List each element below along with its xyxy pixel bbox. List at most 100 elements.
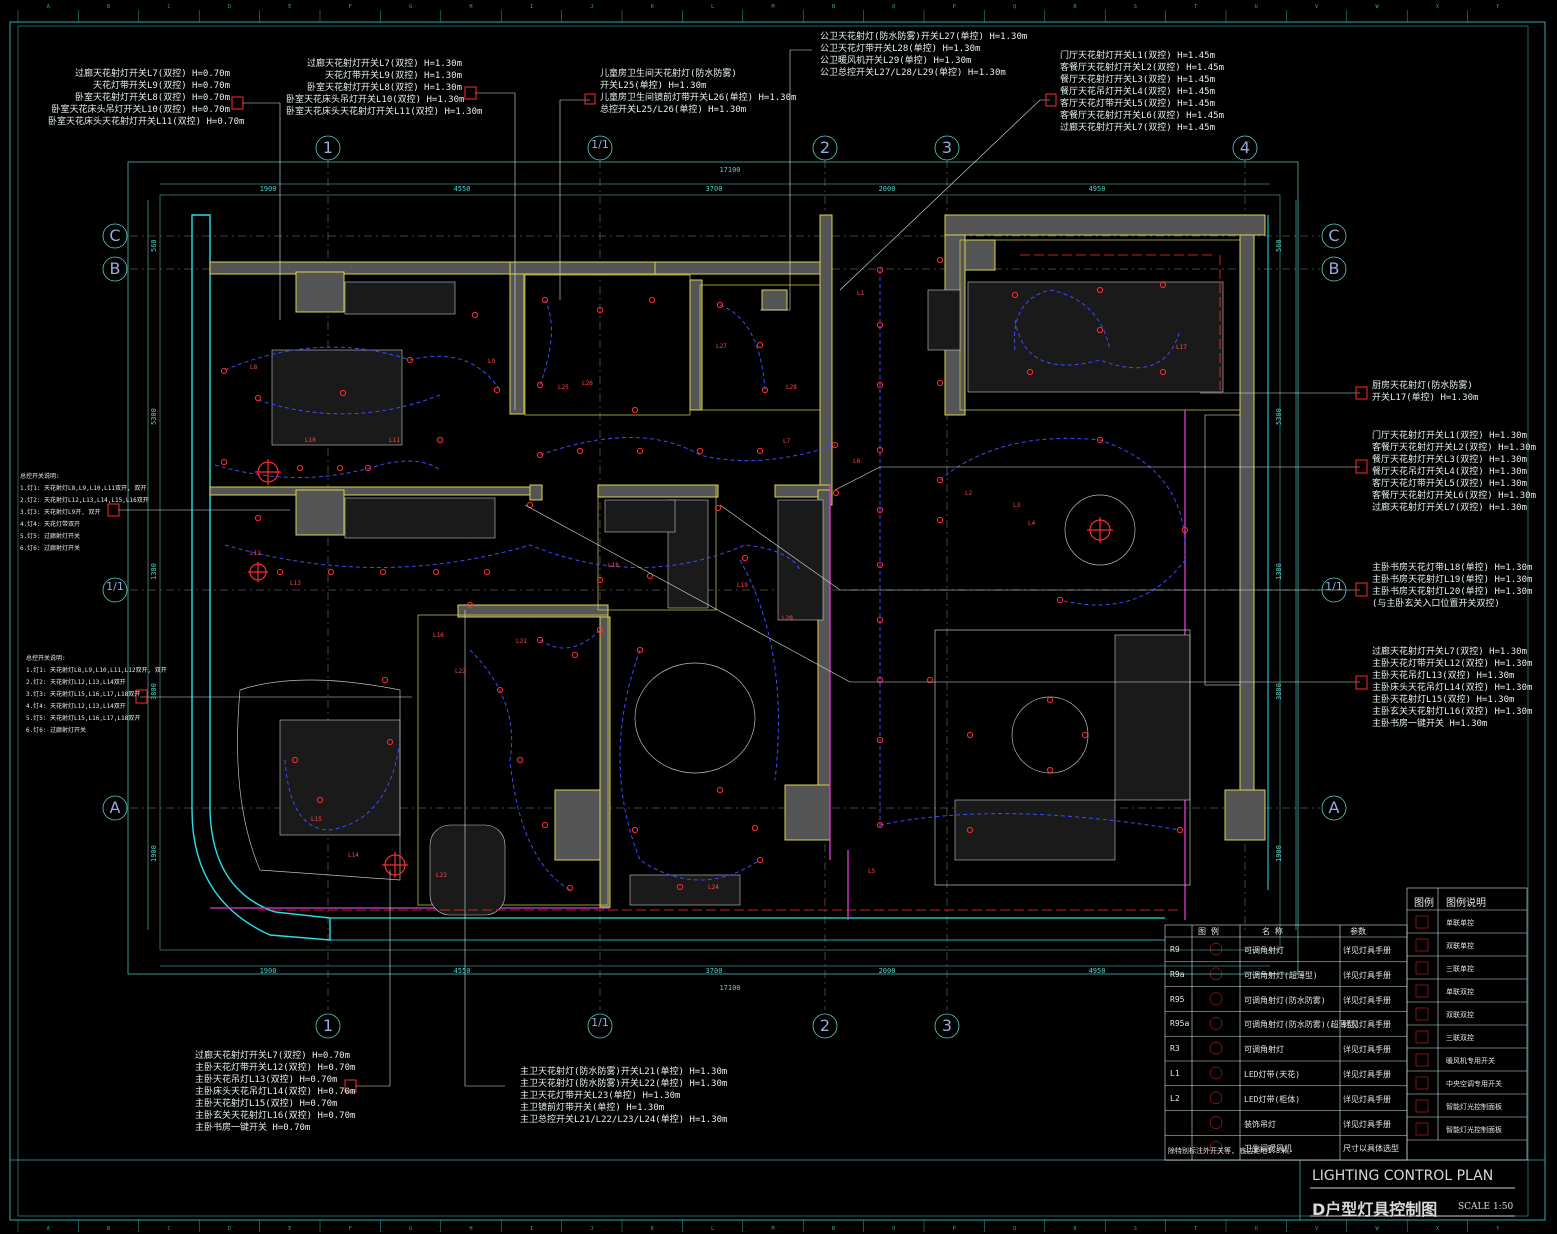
grid-col-top: 3 — [941, 138, 953, 157]
frame-letter: T — [1194, 4, 1197, 10]
grid-row-left: C — [109, 226, 121, 245]
note-line: 总控开关L25/L26(单控) H=1.30m — [600, 105, 747, 115]
luminaire-symbol-icon — [1209, 1066, 1223, 1080]
note-line: 公卫天花射灯(防水防雾)开关L27(单控) H=1.30m — [820, 32, 1028, 42]
luminaire-name: 可调角射灯(超薄型) — [1244, 970, 1318, 980]
luminaire-code: R9 — [1170, 945, 1180, 954]
note-line: 主卫天花灯带开关L23(单控) H=1.30m — [520, 1091, 681, 1101]
downlight-icon — [631, 406, 639, 414]
circuit-label: L5 — [868, 868, 876, 875]
note-line: 主卧天花灯带开关L12(双控) H=1.30m — [1372, 659, 1533, 669]
switch-desc: 智能灯光控制面板 — [1446, 1103, 1502, 1111]
note-line: 厨房天花射灯(防水防雾) — [1372, 381, 1473, 391]
dim-bottom-seg: 1900 — [259, 967, 277, 975]
downlight-icon — [751, 824, 759, 832]
dim-left-seg: 560 — [150, 239, 158, 252]
luminaire-symbol-icon — [1209, 1141, 1223, 1154]
note-line: 客餐厅天花射灯开关L2(双控) H=1.45m — [1060, 63, 1225, 73]
grid-bubble — [102, 577, 128, 603]
downlight-icon — [436, 436, 444, 444]
note-line: 主卫总控开关L21/L22/L23/L24(单控) H=1.30m — [520, 1115, 728, 1125]
frame-letter: Y — [1496, 4, 1499, 10]
downlight-icon — [926, 676, 934, 684]
luminaire-param: 详见灯具手册 — [1343, 970, 1391, 980]
grid-bubbles — [102, 135, 1347, 1039]
downlight-icon — [876, 821, 884, 829]
downlight-icon — [876, 381, 884, 389]
note-line: 主卧书房一键开关 H=0.70m — [195, 1123, 311, 1133]
note-line: 主卧床头天花吊灯L14(双控) H=1.30m — [1372, 683, 1533, 693]
title-scale: SCALE 1:50 — [1458, 1202, 1514, 1212]
frame-letter: Q — [1013, 4, 1016, 10]
frame-letter: S — [1134, 4, 1137, 10]
frame-letter: I — [530, 4, 533, 10]
dim-right-seg: 3800 — [1275, 683, 1283, 700]
note-line: 卧室天花射灯开关L8(双控) H=1.30m — [306, 83, 462, 93]
circuit-label: L23 — [436, 872, 447, 879]
frame-letter: L — [711, 4, 714, 10]
downlight-icon — [966, 731, 974, 739]
frame-letter: A — [47, 1226, 50, 1232]
note-line: 客餐厅天花射灯开关L6(双控) H=1.30m — [1372, 491, 1537, 501]
frame-letter: A — [47, 4, 50, 10]
grid-bubble — [587, 135, 613, 161]
downlight-icon — [1011, 291, 1019, 299]
frame-letter: O — [892, 4, 895, 10]
downlight-icon — [291, 756, 299, 764]
note-line: 儿童房卫生间天花射灯(防水防雾) — [600, 69, 737, 79]
grid-col-top: 1/1 — [591, 138, 609, 151]
note-line: 卧室天花床头天花射灯开关L11(双控) H=1.30m — [286, 107, 483, 117]
downlight-icon — [254, 394, 262, 402]
downlight-icon — [379, 568, 387, 576]
luminaire-code: R95 — [1170, 994, 1185, 1004]
note-line: 过廊天花射灯开关L7(双控) H=0.70m — [195, 1051, 351, 1061]
downlight-icon — [339, 389, 347, 397]
downlight-icon — [220, 458, 228, 466]
switch-desc: 双联单控 — [1446, 942, 1474, 950]
downlight-icon — [536, 636, 544, 644]
note-master-control-2: 总控开关说明:1.灯1: 天花射灯L8,L9,L10,L11,L12双开, 双开… — [26, 654, 167, 738]
outer-frame — [9, 21, 1546, 1221]
grid-bubble — [1321, 223, 1347, 249]
frame-letter: M — [771, 1226, 774, 1232]
switch-desc: 智能灯光控制面板 — [1446, 1126, 1502, 1134]
switch-panel-icon — [107, 503, 120, 517]
downlight-icon — [571, 651, 579, 659]
downlight-icon — [648, 296, 656, 304]
note-line: 卧室天花床头吊灯开关L10(双控) H=1.30m — [286, 95, 465, 105]
downlight-icon — [327, 568, 335, 576]
luminaire-param: 详见灯具手册 — [1343, 1094, 1391, 1104]
note-line: 总控开关说明: — [20, 473, 60, 480]
dim-left-seg: 1380 — [150, 563, 158, 580]
frame-letter: N — [832, 4, 835, 10]
grid-bubble — [1321, 577, 1347, 603]
light-fixtures — [220, 256, 1189, 892]
frame-letter: E — [288, 4, 291, 10]
switch-panel-icon — [1045, 93, 1057, 107]
note-line: 餐厅天花射灯开关L3(双控) H=1.45m — [1060, 75, 1216, 85]
grid-bubble — [1321, 256, 1347, 282]
downlight-icon — [471, 311, 479, 319]
note-line: 客厅天花灯带开关L5(双控) H=1.30m — [1372, 479, 1528, 489]
note-kitchen: 厨房天花射灯(防水防雾)开关L17(单控) H=1.30m — [1372, 380, 1478, 404]
switch-panel-icon — [1355, 582, 1368, 597]
note-line: 主卧书房天花灯带L18(单控) H=1.30m — [1372, 563, 1533, 573]
switch-desc: 暖风机专用开关 — [1446, 1057, 1495, 1065]
note-line: 5.灯5: 天花射灯L15,L16,L17,L18双开 — [26, 715, 141, 722]
note-line: 客餐厅天花射灯开关L2(双控) H=1.30m — [1372, 443, 1537, 453]
sw-header-desc: 图例说明 — [1446, 898, 1486, 909]
luminaire-name: LED灯带(柜体) — [1244, 1094, 1301, 1104]
downlight-icon — [576, 447, 584, 455]
frame-letter: X — [1436, 4, 1439, 10]
downlight-icon — [566, 884, 574, 892]
dim-bottom-seg: 4950 — [1088, 967, 1106, 975]
circuit-label: L8 — [250, 364, 258, 371]
downlight-icon — [716, 786, 724, 794]
note-line: 天花灯带开关L9(双控) H=0.70m — [92, 81, 230, 91]
luminaire-param: 尺寸以具体选型 — [1343, 1144, 1399, 1154]
luminaire-code: L1 — [1170, 1069, 1180, 1078]
grid-col-bottom: 1 — [322, 1016, 334, 1035]
